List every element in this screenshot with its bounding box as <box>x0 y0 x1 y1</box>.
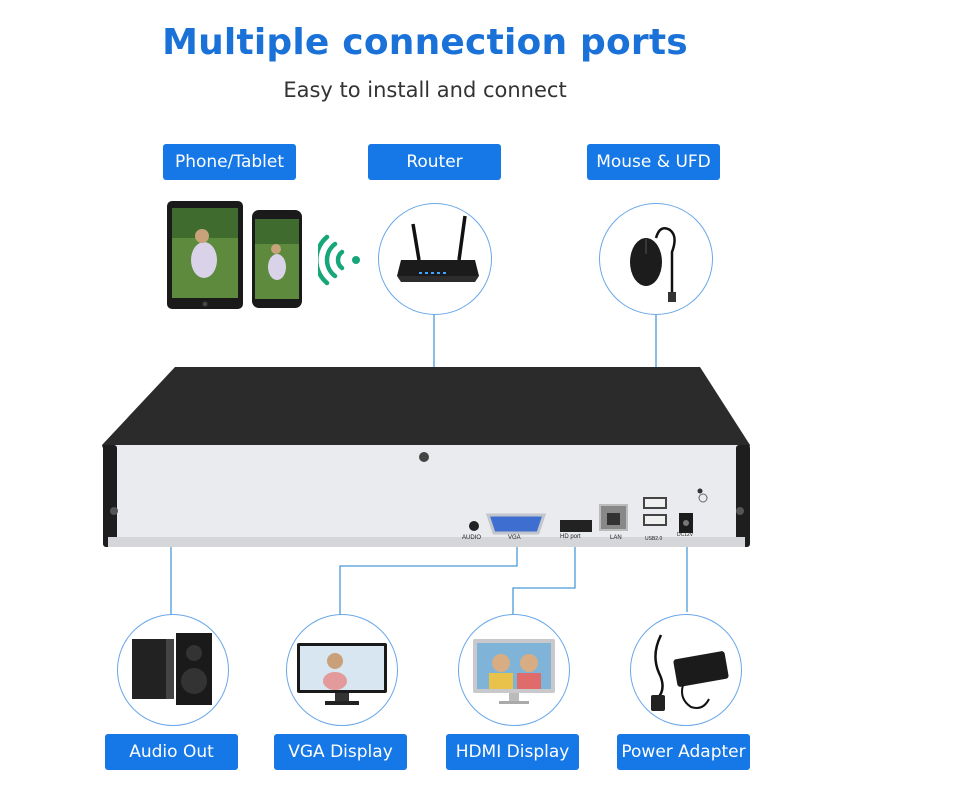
wifi-signal-icon <box>318 234 360 286</box>
tv-icon <box>473 639 555 704</box>
label-mouse-ufd: Mouse & UFD <box>587 144 720 180</box>
mouse-icon <box>630 227 676 302</box>
label-vga-display: VGA Display <box>274 734 407 770</box>
hdmi-circle <box>458 614 570 726</box>
port-label-usb: USB2.0 <box>645 536 663 542</box>
router-icon <box>397 215 479 282</box>
nvr-device-image <box>102 367 750 547</box>
power-circle <box>630 614 742 726</box>
port-label-vga: VGA <box>508 535 521 541</box>
router-circle <box>378 203 492 315</box>
power-adapter-icon <box>651 634 729 711</box>
speaker-icon <box>132 633 212 705</box>
audio-circle <box>117 614 229 726</box>
phone-icon <box>252 210 302 308</box>
page-subtitle: Easy to install and connect <box>283 78 567 102</box>
vga-circle <box>286 614 398 726</box>
label-router: Router <box>368 144 501 180</box>
page-title: Multiple connection ports <box>162 22 688 63</box>
port-label-dc: DC12V <box>677 532 694 538</box>
label-power-adapter: Power Adapter <box>617 734 750 770</box>
port-label-audio: AUDIO <box>462 535 482 541</box>
label-audio-out: Audio Out <box>105 734 238 770</box>
port-label-hdmi: HD port <box>560 534 581 540</box>
monitor-icon <box>297 643 387 705</box>
label-phone-tablet: Phone/Tablet <box>163 144 296 180</box>
port-label-lan: LAN <box>610 535 622 541</box>
mouse-circle <box>599 203 713 315</box>
label-hdmi-display: HDMI Display <box>446 734 579 770</box>
tablet-icon <box>167 201 243 309</box>
